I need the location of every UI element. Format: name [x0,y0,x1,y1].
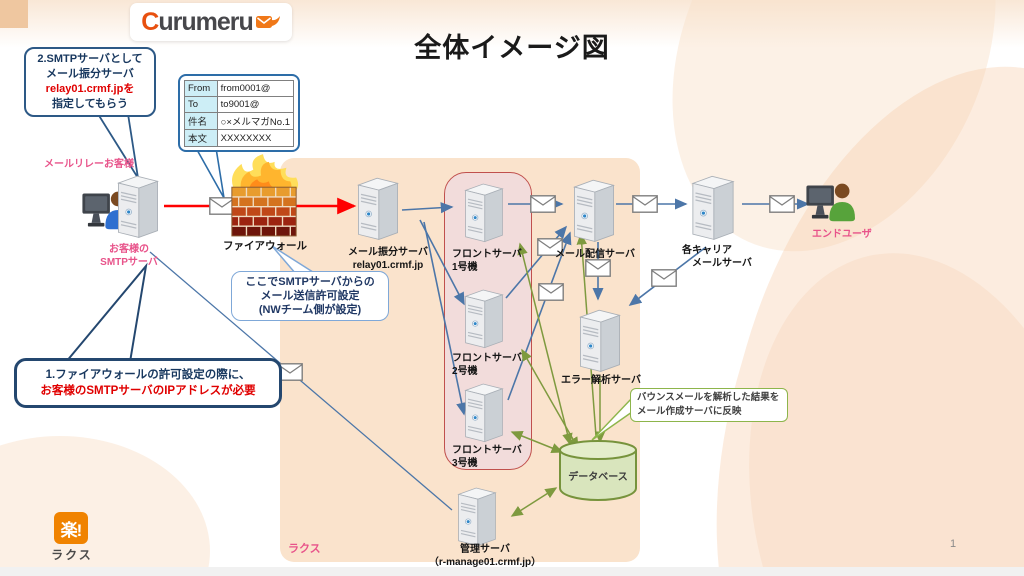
step2-callout: 2.SMTPサーバとして メール振分サーバ relay01.crmf.jpを 指… [24,47,156,117]
carrier-server-icon [686,172,740,242]
front-server3-label: フロントサーバ 3号機 [452,445,522,469]
mail-envelope-icon [651,269,677,287]
smtp-permission-line3: (NWチーム側が設定) [258,304,362,317]
mail-body-key: 本文 [184,129,218,147]
mail-row-subject: 件名 ○×メルマガNo.1 [184,112,295,130]
mail-from-key: From [184,80,218,97]
mail-to-key: To [184,96,218,113]
front-server3-icon [460,380,508,444]
rakus-logo-caption: ラクス [51,548,93,562]
relay-server-label: メール振分サーバ relay01.crmf.jp [348,247,428,271]
customer-area-label: メールリレーお客様 [44,159,134,170]
front-server1-icon [460,180,508,244]
mail-row-from: From from0001@ [184,80,295,97]
mail-envelope-icon [530,195,556,213]
step2-line3: relay01.crmf.jpを [45,83,135,95]
customer-smtp-server-icon [112,172,164,240]
management-server-icon [452,484,502,548]
carrier-server-label: 各キャリア メールサーバ [682,245,752,269]
curumeru-logo-c: C [141,7,159,36]
mail-subject-key: 件名 [184,112,218,130]
end-user-label: エンドユーザ [812,229,872,240]
page-number: 1 [950,538,957,550]
management-server-label: 管理サーバ （r-manage01.crmf.jp） [428,544,542,568]
firewall-label: ファイアウォール [223,240,307,252]
bounce-line1: バウンスメールを解析した結果を [637,392,780,403]
smtp-permission-line2: メール送信許可設定 [260,289,360,302]
bounce-callout: バウンスメールを解析した結果を メール作成サーバに反映 [630,388,788,422]
delivery-server-label: メール配信サーバ [555,249,635,260]
mail-envelope-icon [632,195,658,213]
step1-line1: 1.ファイアウォールの許可設定の際に、 [45,368,251,381]
page-title: 全体イメージ図 [414,33,610,63]
smtp-permission-callout: ここでSMTPサーバからの メール送信許可設定 (NWチーム側が設定) [231,271,389,321]
step2-line1: 2.SMTPサーバとして [37,53,143,66]
step2-line4: 指定してもらう [51,97,129,110]
error-analysis-server-icon [574,306,626,374]
end-user-person-monitor-icon [804,180,862,224]
step1-line2: お客様のSMTPサーバのIPアドレスが必要 [40,385,256,397]
rakus-logo: 楽! [54,512,88,544]
mail-row-to: To to9001@ [184,96,295,113]
bounce-line2: メール作成サーバに反映 [637,405,742,417]
curumeru-logo: Curumeru [130,3,292,41]
rakus-zone-label: ラクス [288,543,321,555]
database-label: データベース [568,472,628,483]
front-server2-label: フロントサーバ 2号機 [452,353,522,377]
mail-subject-value: ○×メルマガNo.1 [216,112,295,130]
mail-sample-callout: From from0001@ To to9001@ 件名 ○×メルマガNo.1 … [178,74,300,152]
step2-line2: メール振分サーバ [46,68,134,81]
mail-envelope-icon [769,195,795,213]
front-server1-label: フロントサーバ 1号機 [452,249,522,273]
relay-server-icon [352,174,404,242]
database-icon [556,438,640,502]
background-bottom-strip [0,567,1024,576]
smtp-permission-line1: ここでSMTPサーバからの [245,275,375,288]
mail-from-value: from0001@ [216,80,295,97]
mail-body-value: XXXXXXXX [216,129,295,147]
firewall-icon [226,152,302,238]
background-blob [0,436,210,576]
curumeru-logo-rest: urumeru [158,7,253,36]
curumeru-envelope-icon [255,12,281,32]
rakus-logo-text: 楽! [60,520,83,540]
mail-envelope-icon [538,283,564,301]
curumeru-logo-text: Curumeru [141,7,253,36]
customer-smtp-server-label: お客様の SMTPサーバ [100,244,158,268]
front-server2-icon [460,286,508,350]
mail-to-value: to9001@ [216,96,295,113]
step1-callout: 1.ファイアウォールの許可設定の際に、 お客様のSMTPサーバのIPアドレスが必… [14,358,282,408]
mail-row-body: 本文 XXXXXXXX [184,129,295,147]
error-analysis-server-label: エラー解析サーバ [561,375,641,386]
mail-sample-table: From from0001@ To to9001@ 件名 ○×メルマガNo.1 … [184,80,295,147]
background-corner-square [0,0,28,28]
delivery-server-icon [568,176,620,244]
mail-envelope-icon [585,259,611,277]
